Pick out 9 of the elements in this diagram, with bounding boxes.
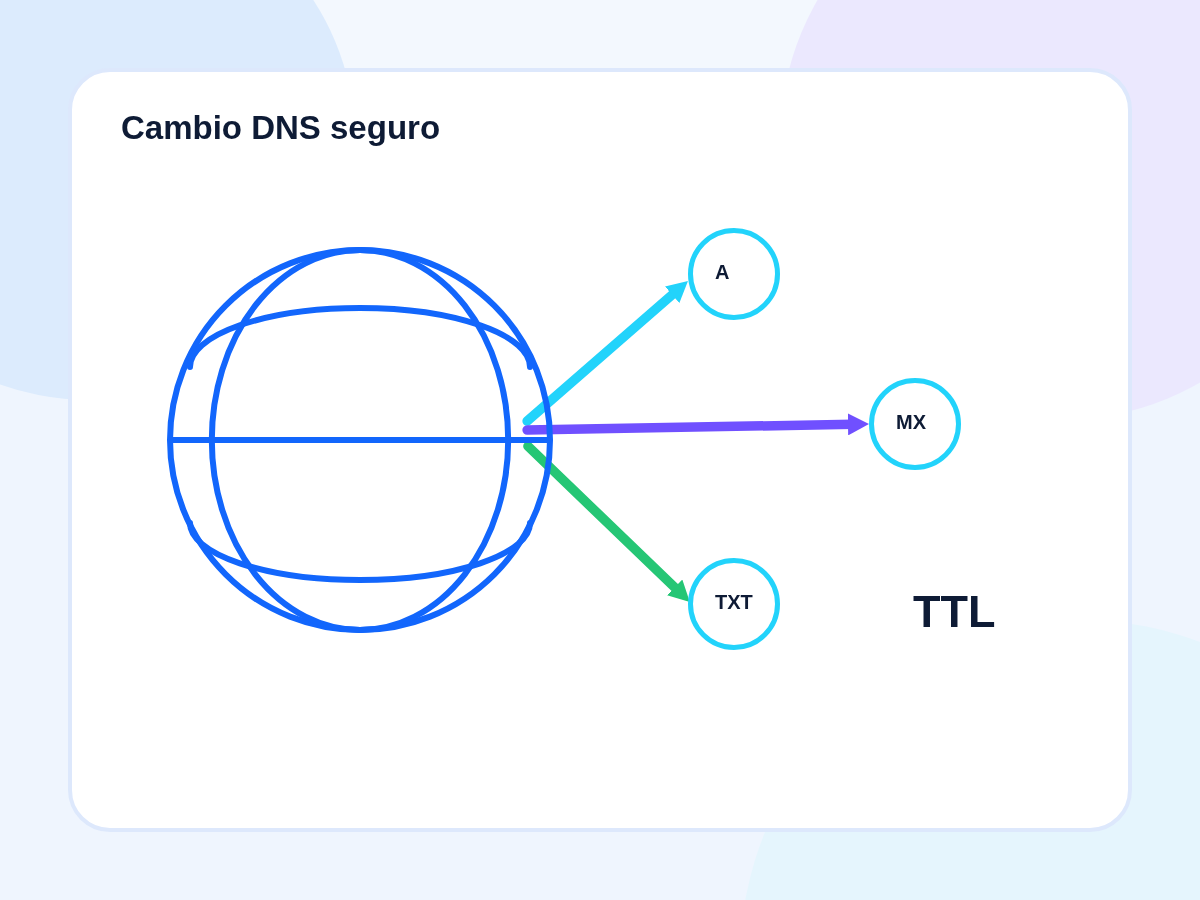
record-label: TXT — [715, 592, 753, 612]
annotation-text: TTL — [913, 589, 996, 634]
arrow — [523, 441, 690, 602]
arrow — [522, 281, 688, 426]
diagram-title: Cambio DNS seguro — [121, 111, 441, 144]
arrow — [522, 413, 869, 436]
globe-drawing — [167, 247, 553, 633]
record-label: MX — [896, 412, 926, 432]
record-label: A — [715, 262, 730, 282]
